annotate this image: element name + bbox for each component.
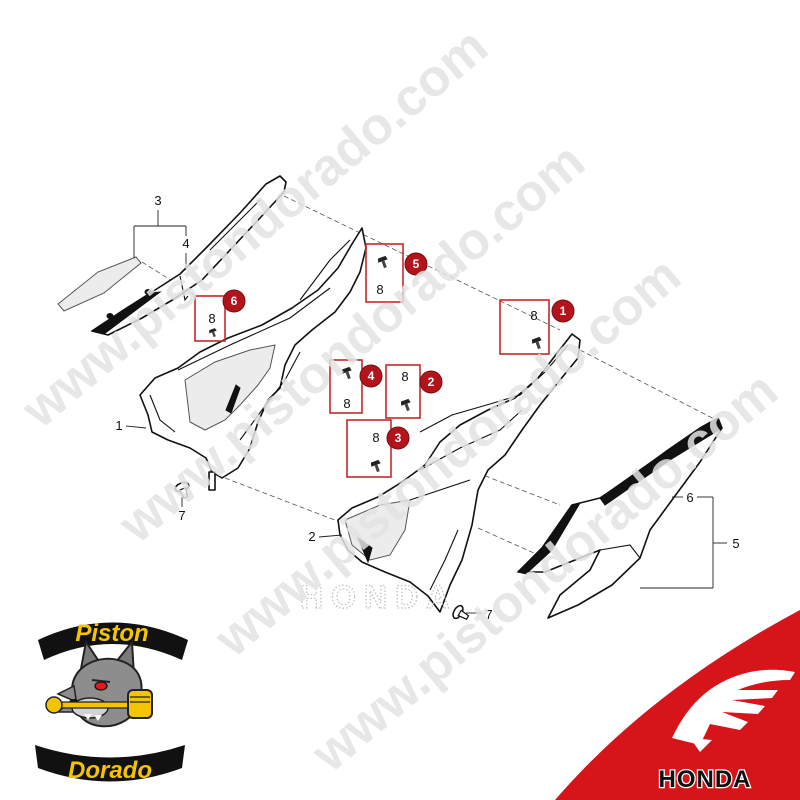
logo-bottom-banner-text: Dorado: [68, 757, 152, 784]
bolt-icon: [370, 459, 381, 473]
piston-dorado-logo: Piston Dorado: [35, 620, 188, 784]
bolt-icon: [377, 255, 388, 269]
callout-qty-label: 8: [208, 311, 215, 326]
alignment-line: [579, 349, 721, 423]
left-stripe-decal: [57, 175, 287, 336]
callout-badge-number: 3: [395, 431, 402, 445]
left-stripe-black-band: [90, 291, 162, 335]
callout-badge-number: 5: [413, 257, 420, 271]
part-label-2: 2: [308, 529, 315, 544]
left-side-cover: [139, 227, 367, 491]
right-stripe-black-band: [599, 417, 723, 506]
honda-logo: HONDA: [555, 610, 800, 800]
bolt-icon: [209, 328, 217, 338]
part-label-7-right: 7: [485, 607, 492, 622]
right-side-cover-ridge: [429, 529, 459, 591]
part-label-5: 5: [732, 536, 739, 551]
screw-icon: [452, 604, 470, 620]
callout-box-6: 8 6: [194, 289, 246, 342]
logo-top-banner-text: Piston: [75, 620, 148, 647]
right-side-cover-ridge: [409, 479, 471, 501]
right-stripe-decal: [517, 417, 723, 619]
logo-bottom-banner: [35, 745, 185, 782]
alignment-line: [224, 477, 341, 523]
leader-lines: [125, 210, 727, 614]
decal-honda-lettering: HONDA: [300, 579, 457, 615]
right-side-cover: [337, 333, 581, 613]
right-side-cover-ridge: [419, 409, 523, 471]
left-side-cover-ridge: [299, 239, 351, 301]
callout-qty-label: 8: [376, 282, 383, 297]
left-stripe-edge: [209, 199, 261, 251]
left-stripe-shaded-piece: [57, 256, 142, 312]
part-label-7-left: 7: [178, 508, 185, 523]
callout-badge: [551, 299, 575, 323]
callout-badge: [359, 364, 383, 388]
callout-box-4: 8 4: [329, 359, 383, 414]
callout-box-5: 8 5: [365, 243, 428, 303]
left-side-cover-tab: [208, 471, 216, 491]
left-side-cover-ridge: [239, 351, 301, 441]
callout-qty-label: 8: [372, 430, 379, 445]
right-side-cover-slot: [356, 536, 373, 564]
left-side-cover-slot: [225, 384, 241, 414]
alignment-line: [141, 261, 197, 297]
left-stripe-edge: [179, 275, 189, 302]
left-side-cover-ridge: [177, 287, 331, 371]
callout-badge: [404, 252, 428, 276]
part-label-1: 1: [115, 418, 122, 433]
left-stripe-mount-hole: [144, 289, 152, 295]
left-stripe-long-piece: [91, 175, 287, 336]
callout-badge: [222, 289, 246, 313]
left-side-cover-recess: [184, 344, 276, 431]
callout-box-3: 8 3: [346, 419, 410, 478]
part-label-6: 6: [686, 490, 693, 505]
callout-badge-number: 4: [368, 369, 375, 383]
left-stripe-mount-hole: [106, 313, 114, 319]
part-label-3: 3: [154, 193, 161, 208]
callout-badge: [419, 370, 443, 394]
right-stripe-inner-edge: [599, 544, 641, 559]
logo-top-banner: [38, 622, 188, 660]
alignment-line: [477, 527, 546, 559]
callout-box-1: 8 1: [499, 299, 575, 355]
callout-qty-label: 8: [401, 369, 408, 384]
honda-wing-tail: [690, 738, 712, 752]
callout-badge-number: 1: [560, 304, 567, 318]
screw-icon: [174, 481, 190, 499]
wolf-mascot-icon: [45, 639, 153, 728]
callout-badge-number: 6: [231, 294, 238, 308]
honda-wordmark: HONDA: [659, 766, 752, 793]
callout-badge: [386, 426, 410, 450]
right-side-cover-outline: [337, 333, 581, 613]
bolt-icon: [400, 398, 411, 412]
bolt-icon: [341, 366, 352, 380]
honda-wing-icon: [672, 669, 795, 745]
bolt-icon: [531, 336, 542, 350]
callout-box-2: 8 2: [385, 364, 443, 419]
right-stripe-black-band: [517, 502, 582, 575]
callout-qty-label: 8: [530, 308, 537, 323]
callout-qty-label: 8: [343, 396, 350, 411]
callout-badge-number: 2: [428, 375, 435, 389]
right-side-cover-ridge: [419, 344, 569, 433]
part-label-4: 4: [182, 236, 189, 251]
left-side-cover-ridge: [149, 394, 176, 433]
honda-red-corner: [555, 610, 800, 800]
